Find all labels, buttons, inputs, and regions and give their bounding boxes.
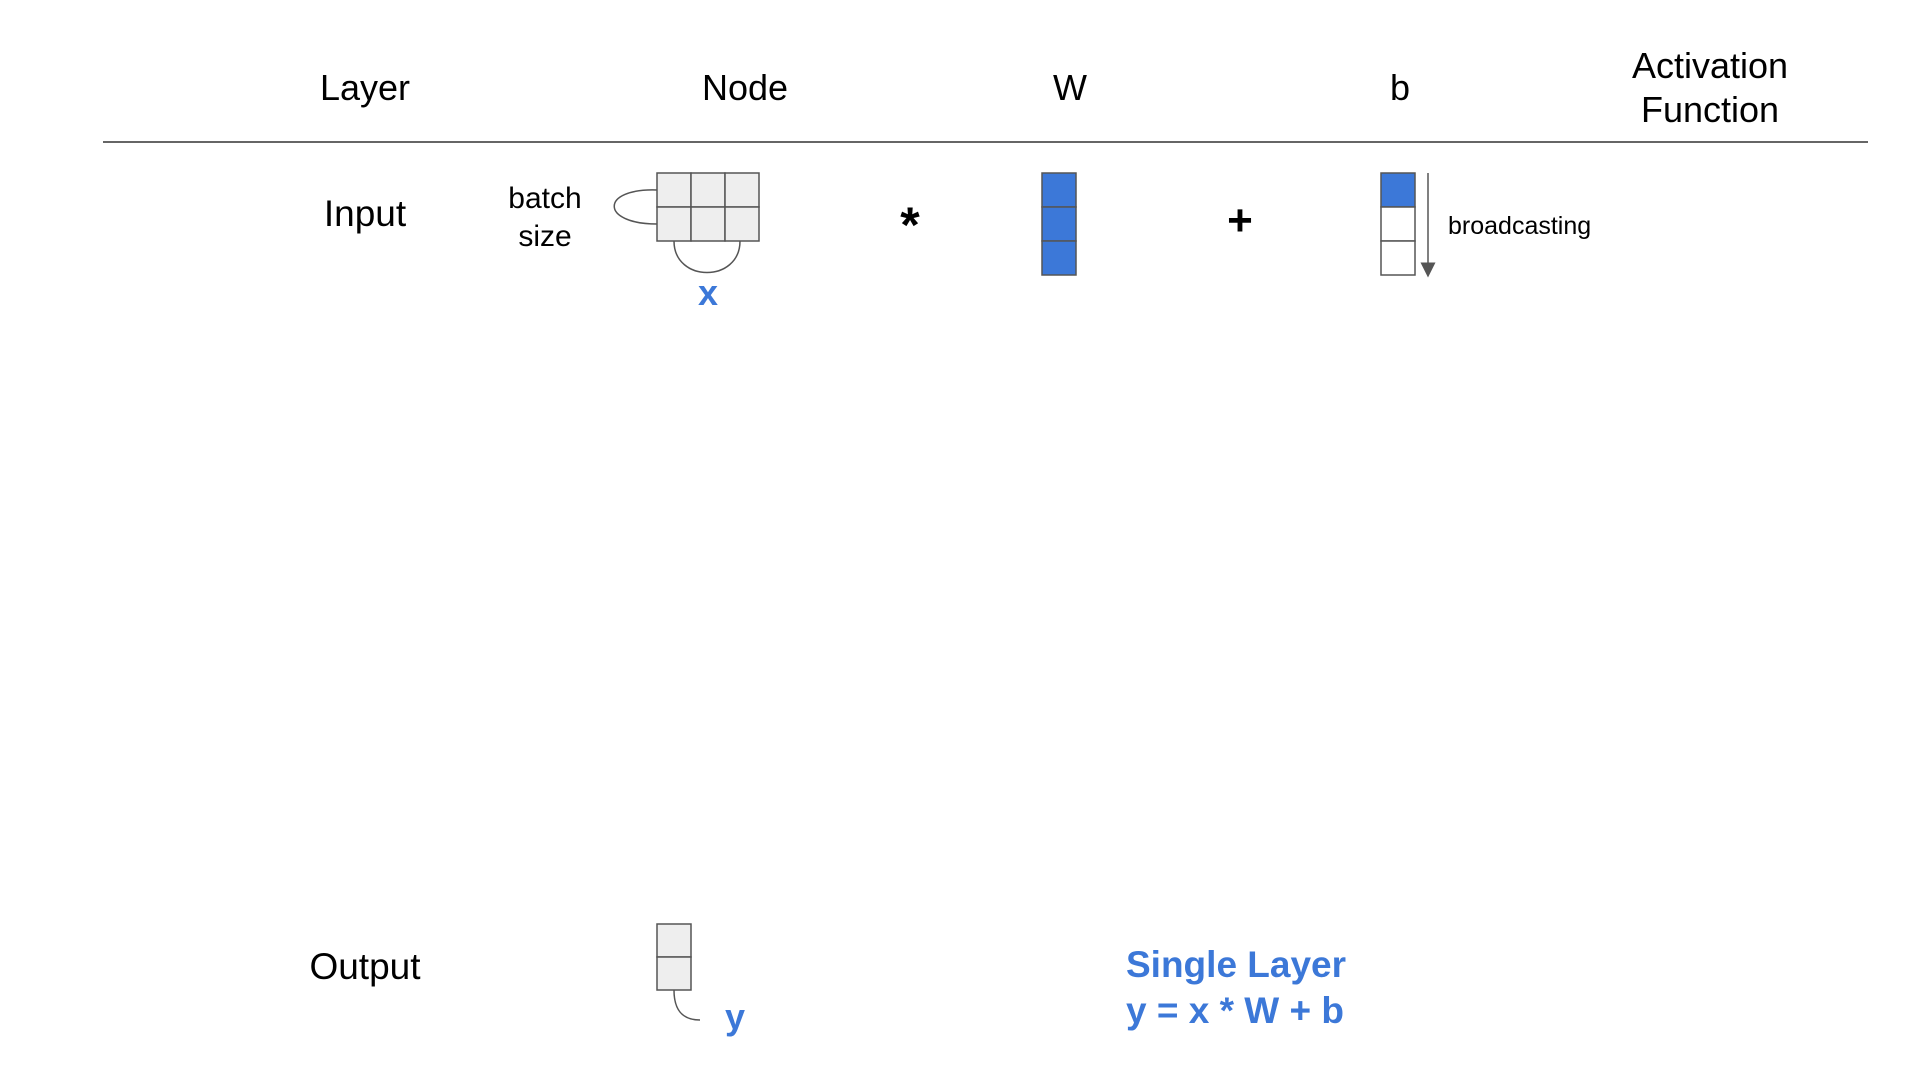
w-vector bbox=[1041, 172, 1077, 276]
header-layer: Layer bbox=[319, 67, 411, 108]
plus-operator: + bbox=[1227, 196, 1253, 245]
b-vector bbox=[1380, 172, 1416, 276]
x-cell bbox=[724, 172, 760, 208]
row-label-output: Output bbox=[309, 946, 421, 987]
batch-size-bracket bbox=[613, 189, 658, 225]
w-cell bbox=[1041, 172, 1077, 208]
header-activation-function: Activation Function bbox=[1600, 44, 1820, 132]
y-cell bbox=[656, 956, 692, 991]
header-activation-line2: Function bbox=[1640, 89, 1780, 130]
formula-equation: y = x * W + b bbox=[1126, 990, 1344, 1031]
y-connector bbox=[673, 989, 701, 1021]
b-cell bbox=[1380, 240, 1416, 276]
x-cell bbox=[656, 206, 692, 242]
broadcasting-label: broadcasting bbox=[1448, 212, 1592, 240]
batch-size-line1: batch bbox=[508, 182, 582, 215]
y-label: y bbox=[724, 996, 746, 1037]
w-cell bbox=[1041, 240, 1077, 276]
formula-title: Single Layer bbox=[1126, 944, 1347, 985]
batch-size-label: batch size bbox=[490, 180, 600, 256]
x-matrix bbox=[656, 172, 760, 242]
b-cell bbox=[1380, 206, 1416, 242]
batch-size-line2: size bbox=[518, 220, 572, 253]
x-cell bbox=[724, 206, 760, 242]
header-b: b bbox=[1389, 67, 1411, 108]
x-cell bbox=[656, 172, 692, 208]
header-w: W bbox=[1053, 67, 1087, 108]
header-activation-line1: Activation bbox=[1631, 45, 1789, 86]
header-node: Node bbox=[701, 67, 789, 108]
x-label: x bbox=[697, 272, 719, 313]
w-cell bbox=[1041, 206, 1077, 242]
y-vector bbox=[656, 923, 692, 991]
x-feature-bracket bbox=[673, 240, 741, 274]
x-cell bbox=[690, 172, 726, 208]
row-label-input: Input bbox=[323, 193, 407, 234]
x-cell bbox=[690, 206, 726, 242]
y-cell bbox=[656, 923, 692, 958]
b-cell bbox=[1380, 172, 1416, 208]
multiply-operator: * bbox=[900, 197, 920, 253]
